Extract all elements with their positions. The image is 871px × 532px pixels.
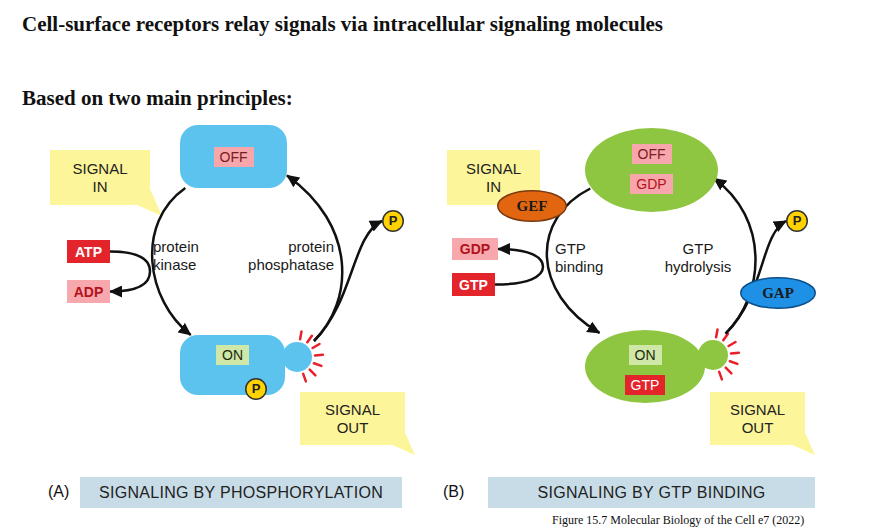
nucleotide-box: GTP (452, 273, 495, 296)
reaction-arrow (110, 252, 150, 292)
node-text: SIGNAL IN (69, 160, 131, 196)
node-text: SIGNALING BY PHOSPHORYLATION (99, 484, 383, 502)
nucleotide-box: ATP (67, 240, 110, 263)
ellipse-body (787, 211, 808, 232)
gap-enzyme: GAP (740, 277, 816, 309)
enzyme-label: protein kinase (153, 238, 215, 274)
figure-title: Cell-surface receptors relay signals via… (22, 12, 663, 37)
ellipse-body (246, 379, 267, 400)
node-text: SIGNAL OUT (727, 401, 789, 437)
signal-note: SIGNAL OUT (300, 392, 405, 445)
subheading: Based on two main principles: (22, 86, 293, 111)
node-text: GTP (625, 375, 666, 395)
node-text: P (389, 210, 398, 232)
node-text: GTP (459, 277, 488, 293)
active-protein: ONP (180, 335, 314, 395)
panel-letter: (B) (443, 483, 464, 501)
enzyme-label: protein phosphatase (238, 238, 334, 274)
rounded-body (180, 125, 287, 188)
node-text: SIGNAL OUT (322, 401, 384, 437)
signal-note: SIGNAL OUT (710, 392, 805, 445)
node-text: SIGNAL IN (463, 160, 525, 196)
shape-outline (585, 128, 718, 212)
node-text: ADP (74, 284, 104, 300)
gef-enzyme: GEF (497, 190, 567, 222)
protein-body (180, 335, 285, 395)
ellipse-body (498, 191, 567, 222)
ellipse-body (585, 128, 718, 212)
active-gtpase: ON GTP (585, 330, 730, 403)
phosphate-circle: P (786, 210, 808, 232)
ellipse-body (741, 278, 816, 309)
panel-band: SIGNALING BY PHOSPHORYLATION (80, 477, 402, 508)
phosphate-circle: P (245, 378, 267, 400)
nucleotide-box: GDP (452, 238, 498, 260)
node-text: SIGNALING BY GTP BINDING (538, 484, 766, 502)
active-site-bump (698, 340, 728, 370)
protein-body (585, 330, 705, 403)
enzyme-label: GTP hydrolysis (652, 240, 744, 276)
nucleotide-box: ADP (67, 280, 110, 303)
figure-caption: Figure 15.7 Molecular Biology of the Cel… (552, 513, 804, 528)
node-text: GDP (460, 241, 490, 257)
reaction-arrow (714, 178, 755, 333)
ellipse-body (383, 211, 404, 232)
enzyme-label: GTP binding (555, 240, 617, 276)
node-text: GDP (630, 174, 672, 194)
inactive-gtpase: OFF GDP (585, 128, 718, 212)
node-text: OFF (632, 144, 672, 164)
node-text: OFF (214, 147, 254, 167)
panel-band: SIGNALING BY GTP BINDING (488, 477, 815, 508)
active-site-bump (282, 342, 312, 372)
node-text: P (793, 210, 802, 232)
node-text: ON (216, 345, 249, 365)
reaction-arrow (495, 249, 543, 285)
node-text: P (252, 378, 261, 400)
node-text: ATP (75, 244, 102, 260)
node-text: GAP (762, 285, 794, 302)
node-text: ON (629, 345, 662, 365)
node-text: GEF (517, 198, 548, 215)
panel-letter: (A) (48, 483, 69, 501)
signal-note: SIGNAL IN (50, 150, 150, 205)
phosphate-circle: P (382, 210, 404, 232)
inactive-protein: OFF (180, 125, 287, 188)
